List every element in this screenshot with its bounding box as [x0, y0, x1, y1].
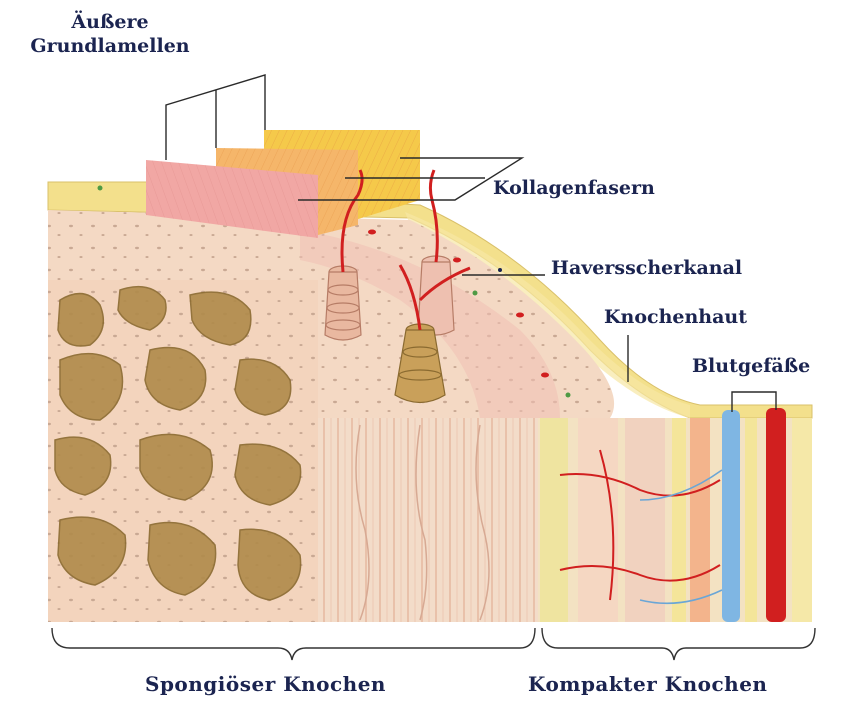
blood-vessel-blue — [722, 410, 740, 622]
brace-compact-bone — [542, 628, 815, 660]
spongy-bone-section — [48, 280, 318, 622]
label-outer-lamellae-line2: Grundlamellen — [0, 34, 220, 58]
label-compact-bone: Kompakter Knochen — [528, 672, 767, 696]
label-periosteum: Knochenhaut — [604, 305, 747, 329]
label-collagen-fibers: Kollagenfasern — [493, 176, 655, 200]
section-braces — [52, 628, 815, 660]
label-spongy-bone: Spongiöser Knochen — [145, 672, 386, 696]
label-blood-vessels: Blutgefäße — [692, 354, 810, 378]
transitional-bone-section — [318, 418, 538, 622]
brace-spongy-bone — [52, 628, 535, 660]
leader-outer-lamellae — [166, 75, 265, 160]
blood-vessel-red — [766, 408, 786, 622]
label-outer-lamellae: Äußere Grundlamellen — [0, 10, 220, 58]
label-haversian-canal: Haversscherkanal — [551, 256, 742, 280]
compact-bone-section — [538, 408, 812, 622]
label-outer-lamellae-line1: Äußere — [0, 10, 220, 34]
